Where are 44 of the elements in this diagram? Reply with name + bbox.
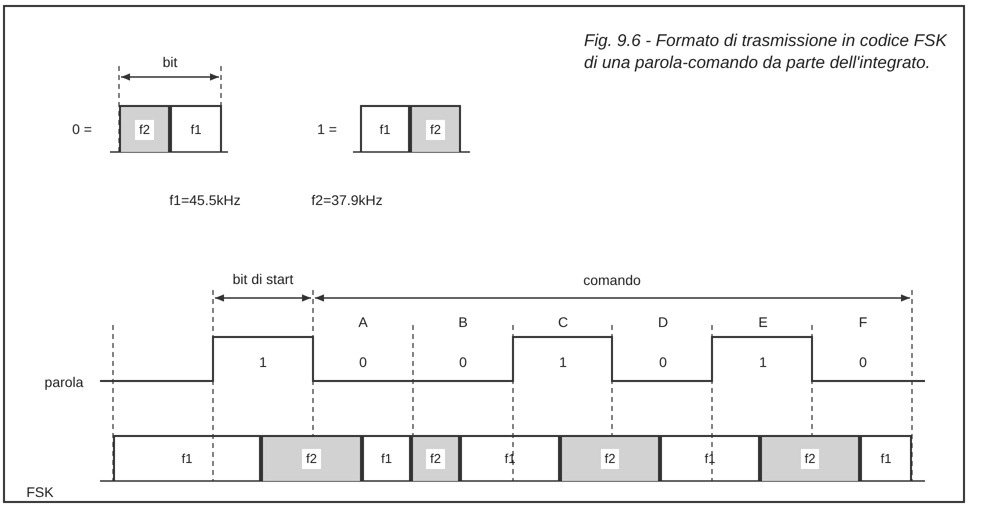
bit-value: 1 xyxy=(259,354,267,370)
bit-letter: C xyxy=(558,314,568,330)
shaded-frequency-segment xyxy=(560,435,660,481)
bit-value: 1 xyxy=(759,354,767,370)
frequency-label: f1 xyxy=(504,450,516,468)
frequency-value: f2=37.9kHz xyxy=(311,192,383,208)
frequency-value: f1=45.5kHz xyxy=(169,192,241,208)
frequency-segment xyxy=(170,105,222,152)
signal-name: FSK xyxy=(26,484,54,500)
bit-letter: F xyxy=(858,314,868,330)
bit-letter: E xyxy=(758,314,768,330)
bit-value: 0 xyxy=(659,354,667,370)
bit-letter: D xyxy=(658,314,668,330)
frequency-label: f1 xyxy=(380,450,393,468)
frequency-label: f1 xyxy=(378,120,392,138)
frequency-label: f1 xyxy=(190,120,202,138)
frequency-label: f1 xyxy=(704,450,716,468)
bit-value: 1 xyxy=(559,354,567,370)
frequency-label: f2 xyxy=(800,449,820,469)
frequency-label: f1 xyxy=(880,450,892,468)
shaded-frequency-segment xyxy=(261,435,362,481)
frequency-segment xyxy=(860,435,912,481)
bit-letter: B xyxy=(458,314,468,330)
frequency-label: f2 xyxy=(426,449,445,469)
bit-value-label: 1 = xyxy=(317,121,337,137)
bit-letter: A xyxy=(358,314,368,330)
shaded-frequency-segment xyxy=(760,435,860,481)
bit-value: 0 xyxy=(359,354,367,370)
bit-value: 0 xyxy=(859,354,867,370)
shaded-frequency-segment xyxy=(410,105,461,152)
dimension-label: bit xyxy=(162,54,178,70)
bit-value-label: 0 = xyxy=(72,121,92,137)
figure-caption: Fig. 9.6 - Formato di trasmissione in codice FSK di una parola-comando da parte dell'integrato. xyxy=(584,30,948,74)
shaded-frequency-segment xyxy=(119,105,170,152)
frequency-label: f2 xyxy=(600,449,620,469)
bit-value: 0 xyxy=(459,354,467,370)
frequency-label: f2 xyxy=(426,120,445,140)
frequency-label: f2 xyxy=(135,120,154,140)
shaded-frequency-segment xyxy=(411,435,460,481)
dimension-label: bit di start xyxy=(232,271,294,287)
signal-name: parola xyxy=(44,374,84,390)
frequency-label: f2 xyxy=(302,449,321,469)
dimension-label: comando xyxy=(583,272,641,288)
frequency-label: f1 xyxy=(180,450,194,468)
